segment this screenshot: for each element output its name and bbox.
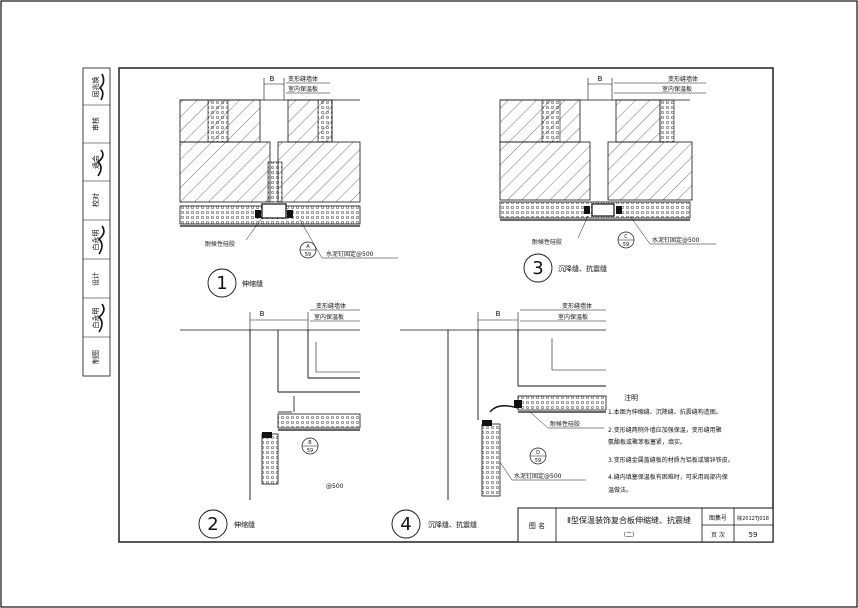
- notes-line: 2.变形缝两侧外墙应加强保温，变形缝用聚: [608, 426, 722, 434]
- detail-2: B 变形缝墙体 室内保温板 B 59 @500 2 伸缩缝: [180, 302, 361, 539]
- label-interior-board: 室内保温板: [314, 313, 344, 321]
- ref-bottom: 59: [623, 242, 629, 248]
- detail-caption: 伸缩缝: [242, 279, 263, 288]
- detail-number-circle: [523, 253, 553, 283]
- page-label: 页 次: [711, 531, 725, 539]
- dim-label: B: [260, 310, 265, 318]
- page-value: 59: [749, 531, 758, 539]
- sidebar-label-5: 白永明: [91, 230, 100, 251]
- drawing-subtitle: （二）: [620, 532, 638, 539]
- detail-number-circle: [198, 509, 228, 539]
- notes-block: 注明 1.本图为伸缩缝、沉降缝、抗震缝构造图。 2.变形缝两侧外墙应加强保温，变…: [608, 393, 734, 494]
- atlas-value: 陕2012TJ018: [737, 515, 769, 522]
- label-nail: 水泥钉固定@500: [514, 472, 562, 480]
- notes-line: 温做法。: [608, 486, 632, 494]
- detail-number-circle: [207, 268, 237, 298]
- label-interior-board: 室内保温板: [662, 85, 692, 93]
- signature-scribble: [96, 149, 104, 177]
- label-sealant: 耐候性硅胶: [532, 238, 562, 246]
- atlas-label: 图集号: [709, 514, 727, 522]
- title-name-label: 图 名: [529, 521, 545, 530]
- label-nail: 水泥钉固定@500: [652, 236, 700, 244]
- detail-number: 4: [400, 514, 411, 535]
- detail-caption: 伸缩缝: [234, 520, 255, 529]
- signature-scribble: [98, 73, 105, 101]
- sidebar-label-2: 审核: [91, 117, 100, 131]
- label-sealant: 耐候性硅胶: [205, 240, 235, 248]
- detail-number: 2: [207, 514, 218, 535]
- sidebar-label-8: 制图: [91, 350, 100, 364]
- signature-scribble: [97, 303, 105, 333]
- notes-line: 氨酯板或聚苯板塞紧，填实。: [608, 438, 686, 446]
- ref-top: B: [308, 440, 312, 446]
- detail-1: B 变形缝墙体 室内保温板 耐候性硅胶 水泥钉固定@500 A 59 1: [179, 75, 398, 298]
- ref-bottom: 59: [307, 448, 313, 454]
- sidebar-label-3: 通会: [91, 155, 100, 169]
- sidebar-label-1: 屈兆焕: [91, 77, 100, 98]
- title-block: 图 名 Ⅱ型保温装饰复合板伸缩缝、抗震缝 （二） 图集号 陕2012TJ018 …: [517, 507, 774, 543]
- sidebar-label-6: 设计: [91, 272, 100, 286]
- label-joint-wall: 变形缝墙体: [288, 75, 318, 83]
- notes-title: 注明: [624, 393, 638, 402]
- label-joint-wall: 变形缝墙体: [562, 302, 592, 310]
- detail-3: B 变形缝墙体 室内保温板 耐候性硅胶 水泥钉固定@500 C 59 3 沉降缝…: [499, 75, 716, 283]
- ref-bottom: 59: [535, 458, 541, 464]
- label-interior-board: 室内保温板: [558, 313, 588, 321]
- drawing-title: Ⅱ型保温装饰复合板伸缩缝、抗震缝: [567, 515, 691, 525]
- label-sealant: 耐候性硅胶: [550, 420, 580, 428]
- dim-label: B: [496, 310, 501, 318]
- detail-caption: 沉降缝、抗震缝: [558, 264, 607, 273]
- detail-number: 3: [532, 258, 543, 279]
- detail-number-circle: [391, 509, 421, 539]
- ref-top: C: [624, 234, 628, 240]
- notes-line: 3.变形缝金属盖缝板的材质为铝板或镀锌铁皮。: [608, 456, 734, 464]
- detail-4: B 变形缝墙体 室内保温板 耐候性硅胶 D 59 水泥钉固定@500 4 沉降缝…: [391, 302, 607, 539]
- label-interior-board: 室内保温板: [288, 85, 318, 93]
- signature-scribble: [97, 225, 105, 255]
- dim-label: B: [270, 75, 275, 83]
- sidebar-label-7: 白永明: [91, 308, 100, 329]
- label-joint-wall: 变形缝墙体: [316, 302, 346, 310]
- signature-sidebar: 屈兆焕 审核 通会 校对 白永明 设计 白永明 制图: [82, 67, 111, 377]
- detail-caption: 沉降缝、抗震缝: [428, 520, 477, 529]
- drawing-frame: [118, 67, 774, 543]
- label-joint-wall: 变形缝墙体: [668, 75, 698, 83]
- label-nail: @500: [326, 483, 344, 490]
- sidebar-label-4: 校对: [91, 193, 100, 207]
- ref-top: A: [306, 244, 310, 250]
- ref-bottom: 59: [305, 252, 311, 258]
- notes-line: 1.本图为伸缩缝、沉降缝、抗震缝构造图。: [608, 408, 722, 416]
- dim-label: B: [598, 75, 603, 83]
- ref-top: D: [536, 450, 540, 456]
- detail-number: 1: [216, 273, 227, 294]
- notes-line: 4.缝内填塞保温板有困难时，可采用局部内保: [608, 473, 728, 481]
- label-nail: 水泥钉固定@500: [326, 250, 374, 258]
